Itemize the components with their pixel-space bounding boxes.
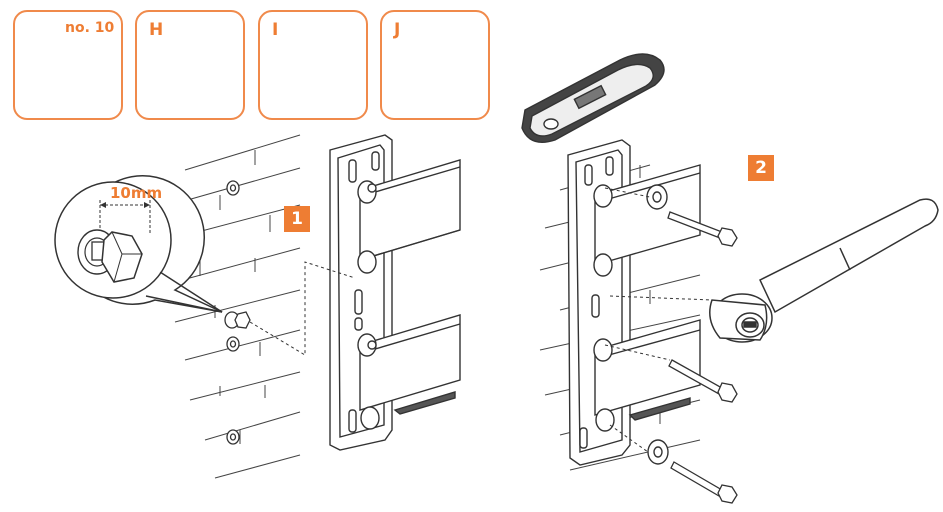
part-label-no10: no. 10 — [65, 20, 115, 36]
part-box-no10: no. 10 — [13, 10, 123, 120]
screw-head-wall — [224, 311, 251, 329]
part-label-i: I — [272, 20, 279, 40]
radiator-step1 — [357, 159, 461, 430]
part-label-h: H — [149, 20, 164, 40]
zoom-detail-circle — [54, 175, 223, 313]
part-label-j: J — [394, 20, 401, 40]
wall-holes-step1 — [226, 180, 240, 445]
radiator-step2 — [593, 164, 701, 432]
guide-lines-step2 — [604, 187, 713, 453]
part-box-i: I — [258, 10, 368, 120]
washer-top — [646, 184, 668, 210]
screw-middle — [668, 359, 738, 403]
spirit-level — [521, 53, 665, 143]
step-badge-1: 1 — [284, 206, 310, 232]
part-box-h: H — [135, 10, 245, 120]
step-badge-2: 2 — [748, 155, 774, 181]
socket-wrench — [709, 198, 939, 343]
washer-bottom — [647, 439, 669, 465]
guide-lines-step1 — [249, 261, 356, 356]
part-box-j: J — [380, 10, 490, 120]
screw-bottom — [670, 461, 738, 504]
dimension-label: 10mm — [110, 184, 163, 202]
screw-top — [667, 211, 738, 247]
